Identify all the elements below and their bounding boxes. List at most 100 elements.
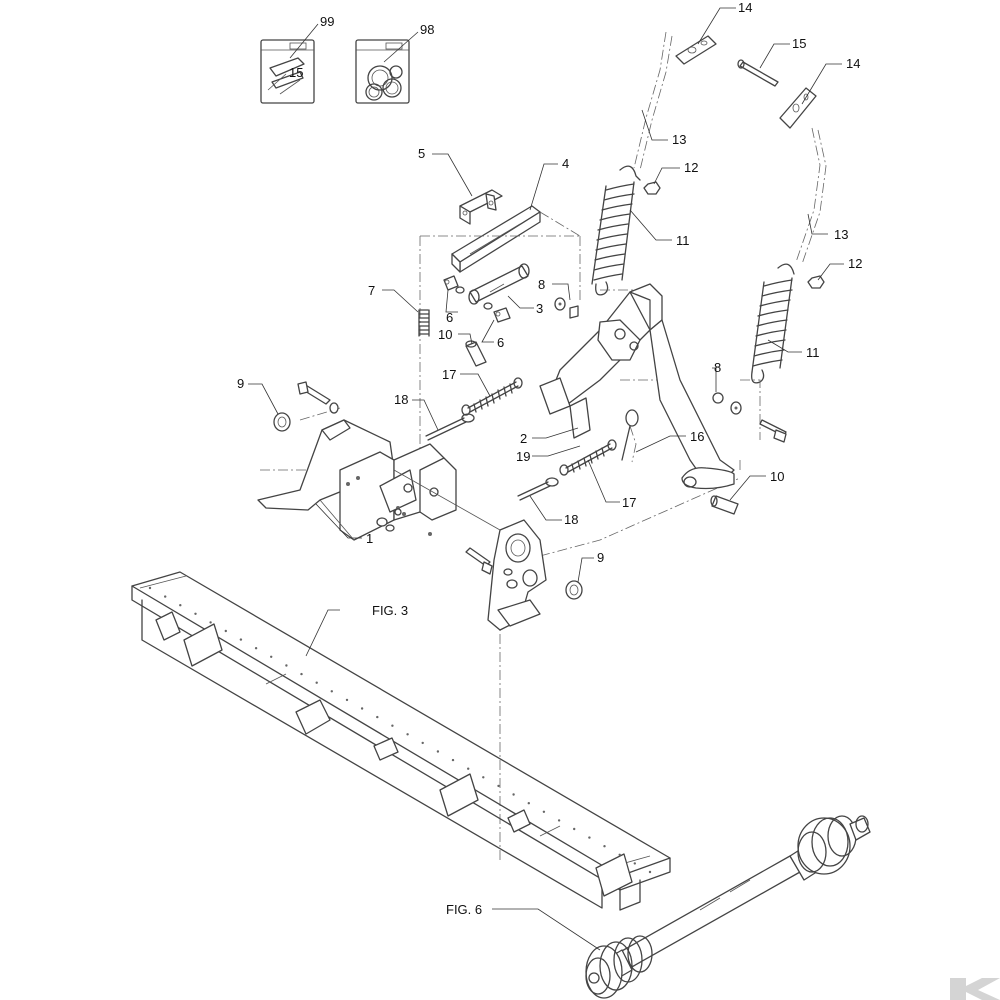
beam-rivet	[542, 810, 546, 813]
callout-14-top: 14	[738, 0, 752, 15]
pin-6-upper	[443, 275, 465, 294]
callout-18-upper: 18	[394, 392, 408, 407]
beam-rivet	[557, 819, 561, 822]
callout-10-upper: 10	[438, 327, 452, 342]
shock-absorber-3	[468, 263, 530, 305]
callout-fig-6: FIG. 6	[446, 902, 482, 917]
beam-rivet	[254, 647, 258, 650]
beam-rivet	[315, 681, 318, 684]
callout-6-lower: 6	[497, 335, 504, 350]
chain-13-right	[795, 127, 827, 265]
beam-rivet	[588, 836, 591, 839]
beam-rivet	[179, 604, 182, 607]
beam-rivet	[451, 758, 455, 762]
bag-99: 15	[260, 39, 315, 104]
beam-rivet	[330, 690, 333, 693]
callout-labels: 99 98 14 15 14 5 4 13 12 11 13 12 7 6 8 …	[237, 0, 862, 917]
beam-rivet	[467, 767, 470, 770]
nut-12-lower	[807, 275, 825, 289]
bag-99-number: 15	[289, 65, 303, 80]
beam-rivet	[436, 750, 440, 753]
washer-8-right	[712, 392, 742, 415]
callout-12-lower: 12	[848, 256, 862, 271]
beam-rivet	[482, 776, 485, 779]
beam-fig-3	[131, 571, 671, 911]
beam-rivet	[209, 621, 212, 624]
callout-4: 4	[562, 156, 569, 171]
pin-10-lower	[710, 495, 739, 515]
callout-7: 7	[368, 283, 375, 298]
beam-rivet	[194, 612, 197, 615]
pin-6-lower	[483, 302, 511, 323]
pin-10-upper	[465, 340, 487, 367]
beam-rivet	[527, 802, 530, 805]
callout-12-upper: 12	[684, 160, 698, 175]
tension-spring-17-lower	[559, 439, 617, 476]
beam-rivet	[573, 827, 576, 831]
eye-bolt-18-upper	[425, 413, 475, 441]
arm-4	[451, 205, 541, 273]
callout-2: 2	[520, 431, 527, 446]
callout-13-lower: 13	[834, 227, 848, 242]
beam-rivet	[270, 655, 273, 658]
callout-13-upper: 13	[672, 132, 686, 147]
callout-fig-3: FIG. 3	[372, 603, 408, 618]
kramp-k-logo	[950, 978, 1000, 1000]
beam-rivet	[497, 784, 500, 788]
callout-14-right: 14	[846, 56, 860, 71]
washer-8-upper	[554, 297, 579, 319]
beam-rivet	[648, 870, 652, 874]
pin-15	[737, 59, 779, 87]
chain-plate-14-top	[675, 35, 717, 65]
beam-rivet	[148, 586, 152, 590]
beam-rivet	[406, 733, 409, 736]
beam-rivet	[164, 595, 167, 598]
bushing-9-lower	[565, 580, 583, 600]
spring-7	[418, 309, 430, 337]
callout-16: 16	[690, 429, 704, 444]
spring-11-lower	[751, 263, 795, 384]
bushing-9-upper	[273, 412, 291, 432]
callout-9-upper: 9	[237, 376, 244, 391]
callout-8-upper: 8	[538, 277, 545, 292]
beam-rivet	[285, 664, 288, 667]
callout-17-upper: 17	[442, 367, 456, 382]
callout-6-upper: 6	[446, 310, 453, 325]
lynch-pin-16	[621, 409, 639, 463]
beam-rivet	[239, 638, 243, 641]
callout-18-lower: 18	[564, 512, 578, 527]
nut-12-upper	[643, 181, 661, 195]
bolt-right	[759, 419, 787, 443]
callout-5: 5	[418, 146, 425, 161]
beam-rivets	[148, 586, 652, 874]
callout-99: 99	[320, 14, 334, 29]
callout-3: 3	[536, 301, 543, 316]
callout-15: 15	[792, 36, 806, 51]
pto-shaft-fig-6	[585, 815, 871, 999]
tension-spring-17-upper	[461, 377, 523, 416]
callout-11-lower: 11	[806, 345, 820, 360]
leader-lines	[248, 7, 844, 951]
bolt-left-upper	[297, 381, 339, 414]
bag-98	[355, 39, 410, 104]
spring-11-upper	[591, 165, 641, 296]
bolt-lower-center	[465, 547, 518, 589]
bracket-5	[459, 189, 503, 225]
beam-rivet	[618, 853, 621, 856]
chain-plate-14-right	[779, 87, 817, 129]
main-frame-1	[257, 419, 547, 631]
callout-9-lower: 9	[597, 550, 604, 565]
washers-frame-lower	[376, 508, 402, 532]
beam-rivet	[421, 741, 424, 745]
beam-rivet	[633, 862, 636, 865]
callout-8-right: 8	[714, 360, 721, 375]
bracket-2	[539, 377, 591, 439]
callout-11-upper: 11	[676, 233, 690, 248]
beam-rivet	[360, 707, 364, 710]
beam-rivet	[376, 715, 379, 719]
callout-10-lower: 10	[770, 469, 784, 484]
beam-rivet	[300, 672, 303, 676]
beam-rivet	[512, 793, 515, 796]
beam-rivet	[603, 845, 606, 848]
